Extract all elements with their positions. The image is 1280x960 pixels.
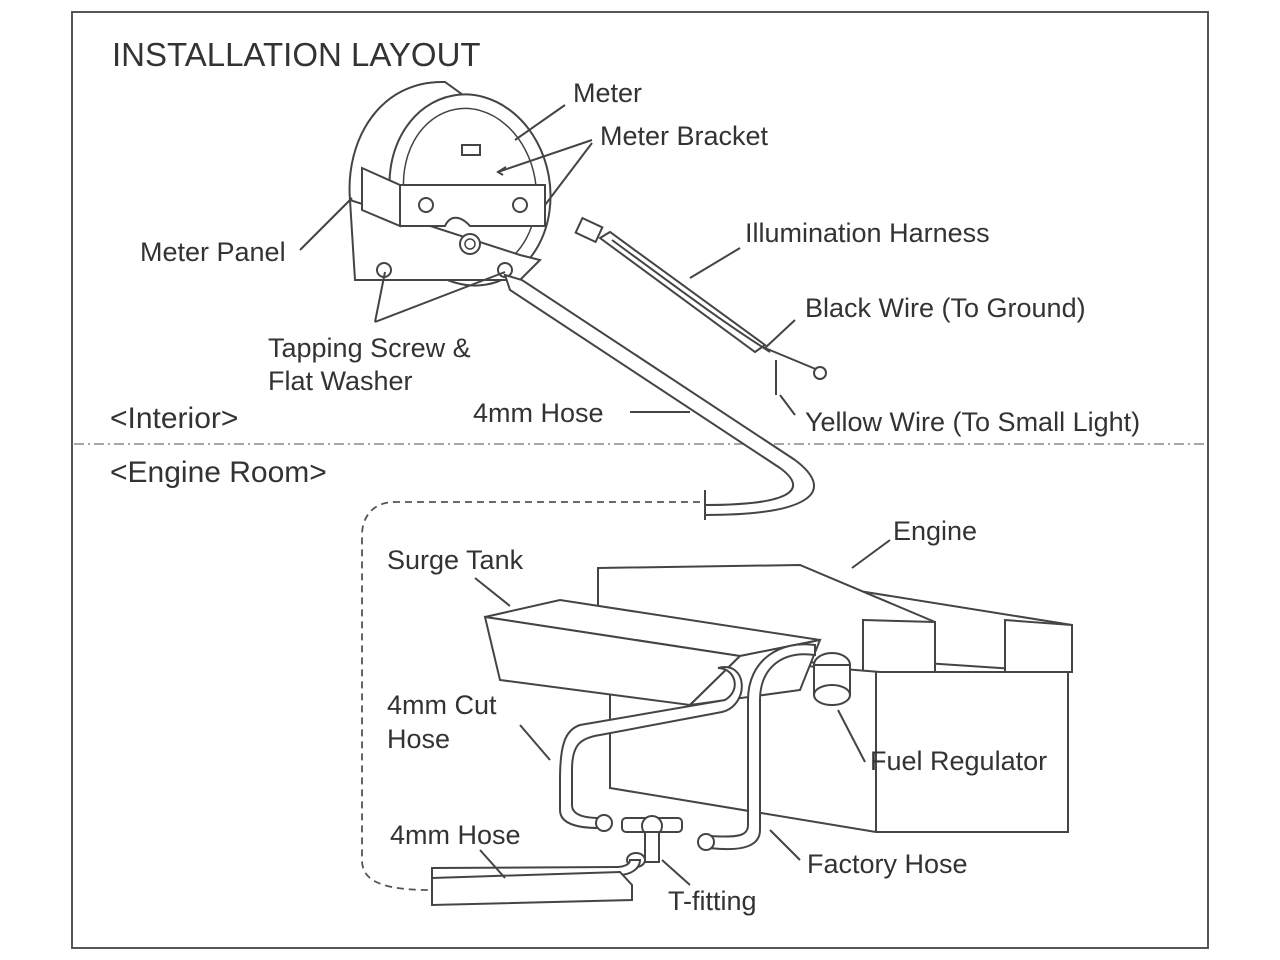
label-meter-bracket: Meter Bracket xyxy=(600,121,769,151)
zone-label-interior: <Interior> xyxy=(110,402,238,435)
diagram-title: INSTALLATION LAYOUT xyxy=(112,36,481,73)
diagram-border xyxy=(71,11,1209,949)
leader-lines xyxy=(299,104,891,886)
label-cut-hose-line1: 4mm Cut xyxy=(387,690,497,720)
t-fitting xyxy=(621,815,683,868)
label-fuel-regulator: Fuel Regulator xyxy=(870,746,1047,776)
hose-4mm-interior xyxy=(503,273,815,517)
label-meter: Meter xyxy=(573,78,642,108)
label-cut-hose-line2: Hose xyxy=(387,724,450,754)
label-yellow-wire: Yellow Wire (To Small Light) xyxy=(805,407,1140,437)
meter-panel xyxy=(348,166,542,281)
label-t-fitting: T-fitting xyxy=(668,886,757,916)
factory-hose xyxy=(697,643,816,851)
zone-label-engine-room: <Engine Room> xyxy=(110,456,327,489)
meter-bracket xyxy=(376,184,546,278)
label-meter-panel: Meter Panel xyxy=(140,237,286,267)
fuel-regulator xyxy=(813,652,851,706)
illumination-harness xyxy=(574,216,827,395)
label-surge-tank: Surge Tank xyxy=(387,545,524,575)
label-4mm-hose-bottom: 4mm Hose xyxy=(390,820,521,850)
label-tapping-screw: Tapping Screw & xyxy=(268,333,471,363)
label-4mm-hose-top: 4mm Hose xyxy=(473,398,604,428)
cut-hose xyxy=(559,666,743,832)
label-factory-hose: Factory Hose xyxy=(807,849,968,879)
label-illumination-harness: Illumination Harness xyxy=(745,218,990,248)
label-black-wire: Black Wire (To Ground) xyxy=(805,293,1086,323)
label-flat-washer: Flat Washer xyxy=(268,366,413,396)
label-engine: Engine xyxy=(893,516,977,546)
